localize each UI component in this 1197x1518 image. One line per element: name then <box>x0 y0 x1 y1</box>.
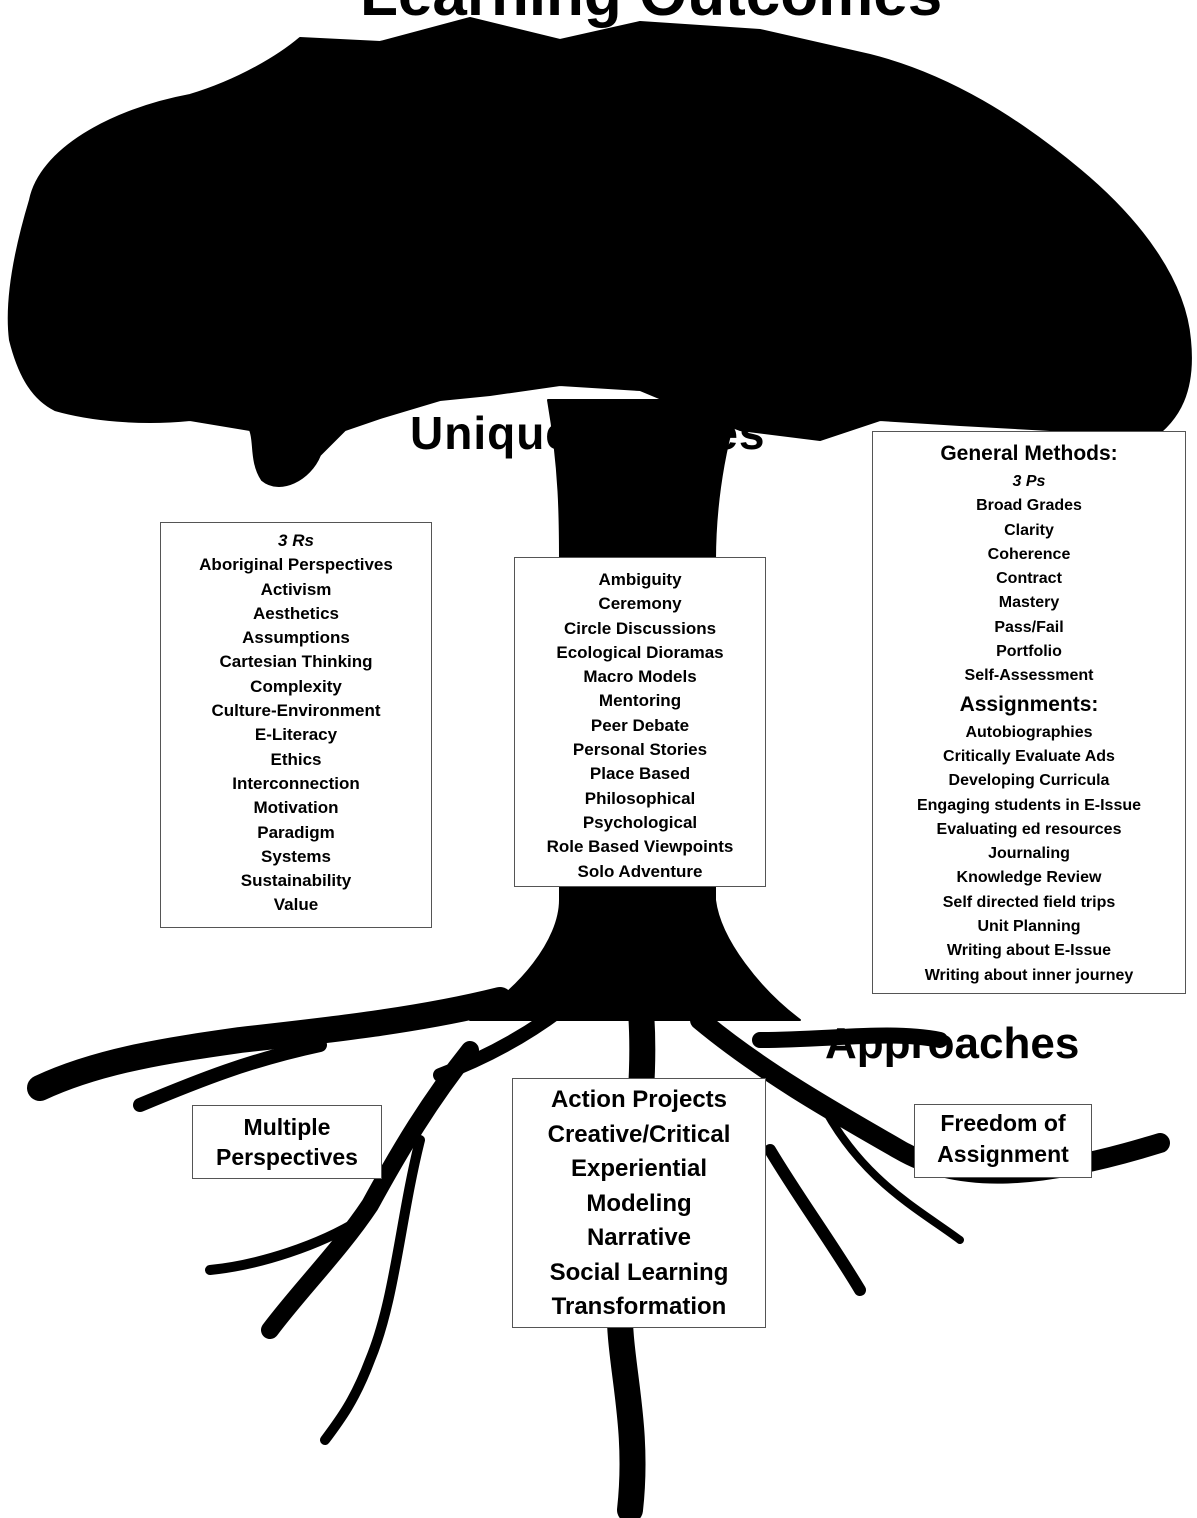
list-item: Contract <box>873 567 1185 591</box>
list-item: Experiential <box>513 1152 765 1187</box>
list-item: Social Learning <box>513 1256 765 1291</box>
list-item: Activism <box>161 578 431 602</box>
freedom-of-assignment-box: Freedom of Assignment <box>914 1104 1092 1178</box>
list-item: E-Literacy <box>161 723 431 747</box>
list-item: Ambiguity <box>515 568 765 592</box>
list-item: Unit Planning <box>873 915 1185 939</box>
list-item: Peer Debate <box>515 714 765 738</box>
assignments-list: Autobiographies Critically Evaluate Ads … <box>873 721 1185 988</box>
list-item: Journaling <box>873 842 1185 866</box>
list-item: Personal Stories <box>515 738 765 762</box>
list-item: Portfolio <box>873 640 1185 664</box>
list-item: Modeling <box>513 1187 765 1222</box>
list-item: Systems <box>161 845 431 869</box>
list-item: Philosophical <box>515 787 765 811</box>
list-item: Ethics <box>161 748 431 772</box>
list-item: Narrative <box>513 1221 765 1256</box>
activities-box: Ambiguity Ceremony Circle Discussions Ec… <box>514 557 766 887</box>
list-item: Aesthetics <box>161 602 431 626</box>
list-item: Cartesian Thinking <box>161 650 431 674</box>
list-item: Writing about E-Issue <box>873 939 1185 963</box>
core-approaches-box: Action Projects Creative/Critical Experi… <box>512 1078 766 1328</box>
general-methods-heading: General Methods: <box>873 438 1185 470</box>
list-item: Developing Curricula <box>873 769 1185 793</box>
activities-list: Ambiguity Ceremony Circle Discussions Ec… <box>515 568 765 884</box>
list-item: Creative/Critical <box>513 1118 765 1153</box>
methods-list: 3 Ps Broad Grades Clarity Coherence Cont… <box>873 470 1185 689</box>
list-item: Pass/Fail <box>873 616 1185 640</box>
list-item: Evaluating ed resources <box>873 818 1185 842</box>
list-item: Mastery <box>873 591 1185 615</box>
list-item: Sustainability <box>161 869 431 893</box>
list-item: Solo Adventure <box>515 860 765 884</box>
methods-box: General Methods: 3 Ps Broad Grades Clari… <box>872 431 1186 994</box>
list-item: Autobiographies <box>873 721 1185 745</box>
list-item: Complexity <box>161 675 431 699</box>
list-item: Writing about inner journey <box>873 964 1185 988</box>
list-item: Motivation <box>161 796 431 820</box>
list-item: Mentoring <box>515 689 765 713</box>
list-item: Self directed field trips <box>873 891 1185 915</box>
list-item: Value <box>161 893 431 917</box>
roots-heading: Approaches <box>825 1022 1079 1066</box>
list-item: Clarity <box>873 519 1185 543</box>
list-item: Self-Assessment <box>873 664 1185 688</box>
freedom-line-1: Freedom of <box>915 1108 1091 1139</box>
list-item: Coherence <box>873 543 1185 567</box>
list-item: 3 Rs <box>161 529 431 553</box>
assignments-heading: Assignments: <box>873 689 1185 721</box>
multiple-line-2: Perspectives <box>193 1142 381 1172</box>
list-item: Ceremony <box>515 592 765 616</box>
core-approaches-list: Action Projects Creative/Critical Experi… <box>513 1083 765 1325</box>
unique-themes-heading: Unique Themes <box>410 410 766 456</box>
list-item: Aboriginal Perspectives <box>161 553 431 577</box>
themes-list: 3 Rs Aboriginal Perspectives Activism Ae… <box>161 529 431 918</box>
list-item: Circle Discussions <box>515 617 765 641</box>
list-item: Engaging students in E-Issue <box>873 794 1185 818</box>
list-item: Knowledge Review <box>873 866 1185 890</box>
multiple-line-1: Multiple <box>193 1112 381 1142</box>
list-item: Macro Models <box>515 665 765 689</box>
themes-box: 3 Rs Aboriginal Perspectives Activism Ae… <box>160 522 432 928</box>
list-item: Interconnection <box>161 772 431 796</box>
list-item: Transformation <box>513 1290 765 1325</box>
list-item: Paradigm <box>161 821 431 845</box>
list-item: Assumptions <box>161 626 431 650</box>
list-item: Ecological Dioramas <box>515 641 765 665</box>
freedom-line-2: Assignment <box>915 1139 1091 1170</box>
list-item: Broad Grades <box>873 494 1185 518</box>
list-item: Culture-Environment <box>161 699 431 723</box>
list-item: Role Based Viewpoints <box>515 835 765 859</box>
list-item: Critically Evaluate Ads <box>873 745 1185 769</box>
list-item: Place Based <box>515 762 765 786</box>
list-item: Action Projects <box>513 1083 765 1118</box>
list-item: Psychological <box>515 811 765 835</box>
multiple-perspectives-box: Multiple Perspectives <box>192 1105 382 1179</box>
list-item: 3 Ps <box>873 470 1185 494</box>
page-title: Learning Outcomes <box>360 0 942 26</box>
